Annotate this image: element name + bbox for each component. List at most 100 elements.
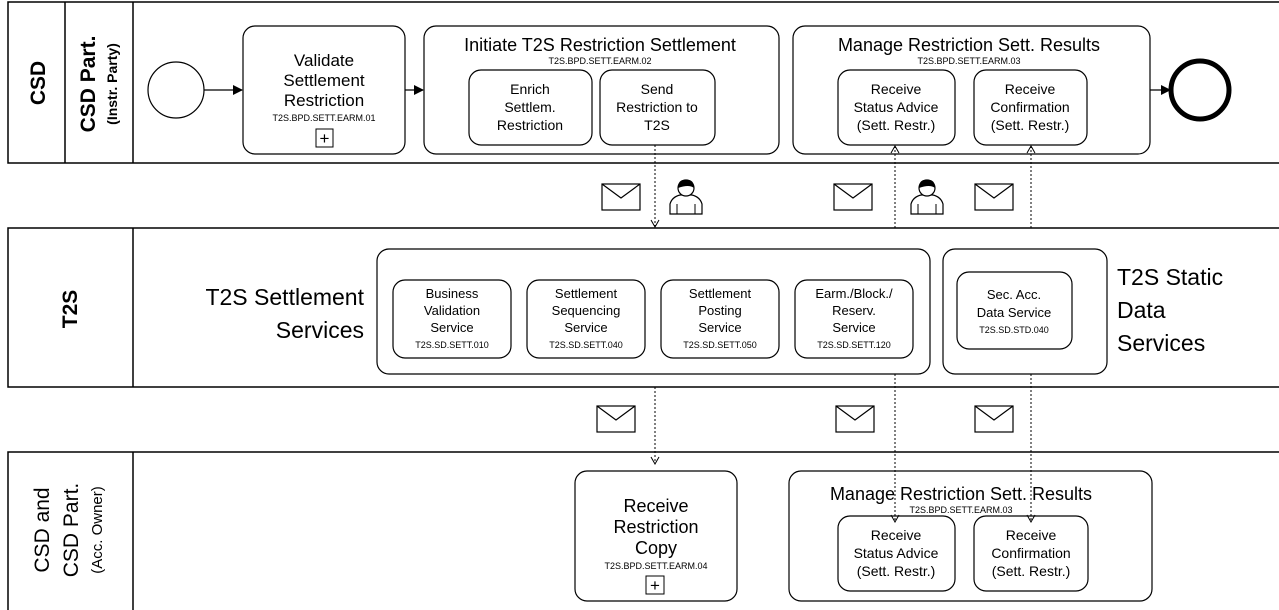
t2s-service[interactable]: Earm./Block./ Reserv. ServiceT2S.SD.SETT.1… [794,279,914,359]
service-label: Validation [424,303,480,318]
svg-text:Confirmation: Confirmation [991,545,1070,561]
pool-csd: CSD CSD Part. (Instr. Party) [7,1,1279,164]
t2s-static-data-services-label: Services [1117,330,1205,356]
subprocess-title: Manage Restriction Sett. Results [838,35,1100,55]
pool-csd-acc-owner: CSD and CSD Part. (Acc. Owner) [7,451,1279,610]
task-receive-confirmation[interactable]: Receive Confirmation (Sett. Restr.) [973,69,1088,146]
task-label: Restriction [284,91,364,110]
end-event [1168,58,1232,122]
lane-label-csd: CSD [27,61,50,105]
svg-text:(Sett. Restr.): (Sett. Restr.) [992,563,1071,579]
service-label: Settlement [689,286,752,301]
t2s-static-data-services-label: Data [1117,297,1166,323]
svg-text:T2S: T2S [644,117,670,133]
subprocess-title: Initiate T2S Restriction Settlement [464,35,736,55]
service-code: T2S.SD.SETT.050 [683,340,757,350]
service-label: Settlement [555,286,618,301]
svg-text:+: + [320,129,330,148]
svg-text:Restriction to: Restriction to [616,99,698,115]
service-code: T2S.SD.SETT.040 [549,340,623,350]
svg-text:Receive: Receive [1005,81,1056,97]
svg-text:Sec. Acc.: Sec. Acc. [987,287,1041,302]
lane-label-acc-owner: (Acc. Owner) [89,486,106,574]
envelope-icon [601,183,641,211]
task-enrich-settlem-restriction[interactable]: Enrich Settlem. Restriction [468,69,593,146]
plus-marker-icon: + [315,128,334,148]
t2s-service-list: BusinessValidationServiceT2S.SD.SETT.010… [392,279,914,359]
svg-text:Receive: Receive [871,527,922,543]
lane-label-csd-part: CSD Part. [60,483,83,578]
subprocess-code: T2S.BPD.SETT.EARM.02 [548,56,651,66]
user-icons [669,179,944,215]
svg-text:Data Service: Data Service [977,305,1051,320]
lane-label-csd-and: CSD and [31,487,54,572]
subprocess-manage-restriction-results-bottom[interactable]: Manage Restriction Sett. Results T2S.BPD… [788,470,1153,602]
task-label: Settlement [283,71,365,90]
subprocess-initiate-t2s-restriction-settlement[interactable]: Initiate T2S Restriction Settlement T2S.… [423,25,780,155]
start-event [147,61,205,119]
service-label: Service [430,320,473,335]
task-receive-restriction-copy[interactable]: Receive Restriction Copy T2S.BPD.SETT.EA… [574,470,738,602]
service-label: Earm./Block./ [815,286,893,301]
envelope-icon [974,183,1014,211]
service-code: T2S.SD.SETT.010 [415,340,489,350]
task-validate-settlement-restriction[interactable]: Validate Settlement Restriction T2S.BPD.… [242,25,406,155]
lane-label-csd-part: CSD Part. [77,36,100,133]
user-icon [910,179,944,215]
svg-text:Status Advice: Status Advice [854,99,939,115]
task-receive-status-advice[interactable]: Receive Status Advice (Sett. Restr.) [837,69,956,146]
svg-text:Receive: Receive [1006,527,1057,543]
svg-text:Enrich: Enrich [510,81,550,97]
svg-text:(Sett. Restr.): (Sett. Restr.) [857,563,936,579]
task-label: Validate [294,51,354,70]
message-flows [650,144,1036,524]
t2s-settlement-services-group [376,248,931,375]
subprocess-code: T2S.BPD.SETT.EARM.03 [917,56,1020,66]
svg-text:Send: Send [641,81,674,97]
svg-text:Settlem.: Settlem. [504,99,555,115]
svg-text:Receive: Receive [623,496,688,516]
subprocess-code: T2S.BPD.SETT.EARM.03 [909,505,1012,515]
plus-marker-icon: + [645,575,665,595]
t2s-settlement-services-label: T2S Settlement [205,284,364,310]
svg-text:Copy: Copy [635,538,677,558]
subprocess-title: Manage Restriction Sett. Results [830,484,1092,504]
svg-text:Restriction: Restriction [497,117,563,133]
envelope-icon [974,405,1014,433]
envelope-icon [835,405,875,433]
service-label: Service [698,320,741,335]
service-label: Posting [698,303,741,318]
t2s-static-data-services-group: Sec. Acc. Data Service T2S.SD.STD.040 [942,248,1108,375]
svg-text:Confirmation: Confirmation [990,99,1069,115]
service-label: Sequencing [552,303,621,318]
svg-text:Status Advice: Status Advice [854,545,939,561]
t2s-service[interactable]: SettlementSequencingServiceT2S.SD.SETT.0… [526,279,646,359]
lane-label-instr-party: (Instr. Party) [104,43,120,125]
svg-text:T2S.BPD.SETT.EARM.04: T2S.BPD.SETT.EARM.04 [604,561,707,571]
svg-text:T2S.SD.STD.040: T2S.SD.STD.040 [979,325,1049,335]
task-code: T2S.BPD.SETT.EARM.01 [272,113,375,123]
svg-text:Receive: Receive [871,81,922,97]
service-label: Service [564,320,607,335]
svg-text:(Sett. Restr.): (Sett. Restr.) [857,117,936,133]
message-icons [596,183,1014,433]
svg-text:(Sett. Restr.): (Sett. Restr.) [991,117,1070,133]
t2s-settlement-services-label: Services [276,317,364,343]
service-code: T2S.SD.SETT.120 [817,340,891,350]
envelope-icon [596,405,636,433]
t2s-static-data-services-label: T2S Static [1117,264,1223,290]
service-label: Reserv. [832,303,876,318]
task-receive-confirmation[interactable]: Receive Confirmation (Sett. Restr.) [973,515,1089,592]
service-label: Business [426,286,479,301]
svg-text:Restriction: Restriction [613,517,698,537]
service-label: Service [832,320,875,335]
subprocess-manage-restriction-results-top[interactable]: Manage Restriction Sett. Results T2S.BPD… [792,25,1151,155]
task-receive-status-advice[interactable]: Receive Status Advice (Sett. Restr.) [837,515,956,592]
svg-text:+: + [650,576,660,595]
lane-label-t2s: T2S [59,290,82,329]
task-send-restriction-to-t2s[interactable]: Send Restriction to T2S [599,69,716,146]
service-sec-acc-data[interactable]: Sec. Acc. Data Service T2S.SD.STD.040 [956,271,1073,350]
